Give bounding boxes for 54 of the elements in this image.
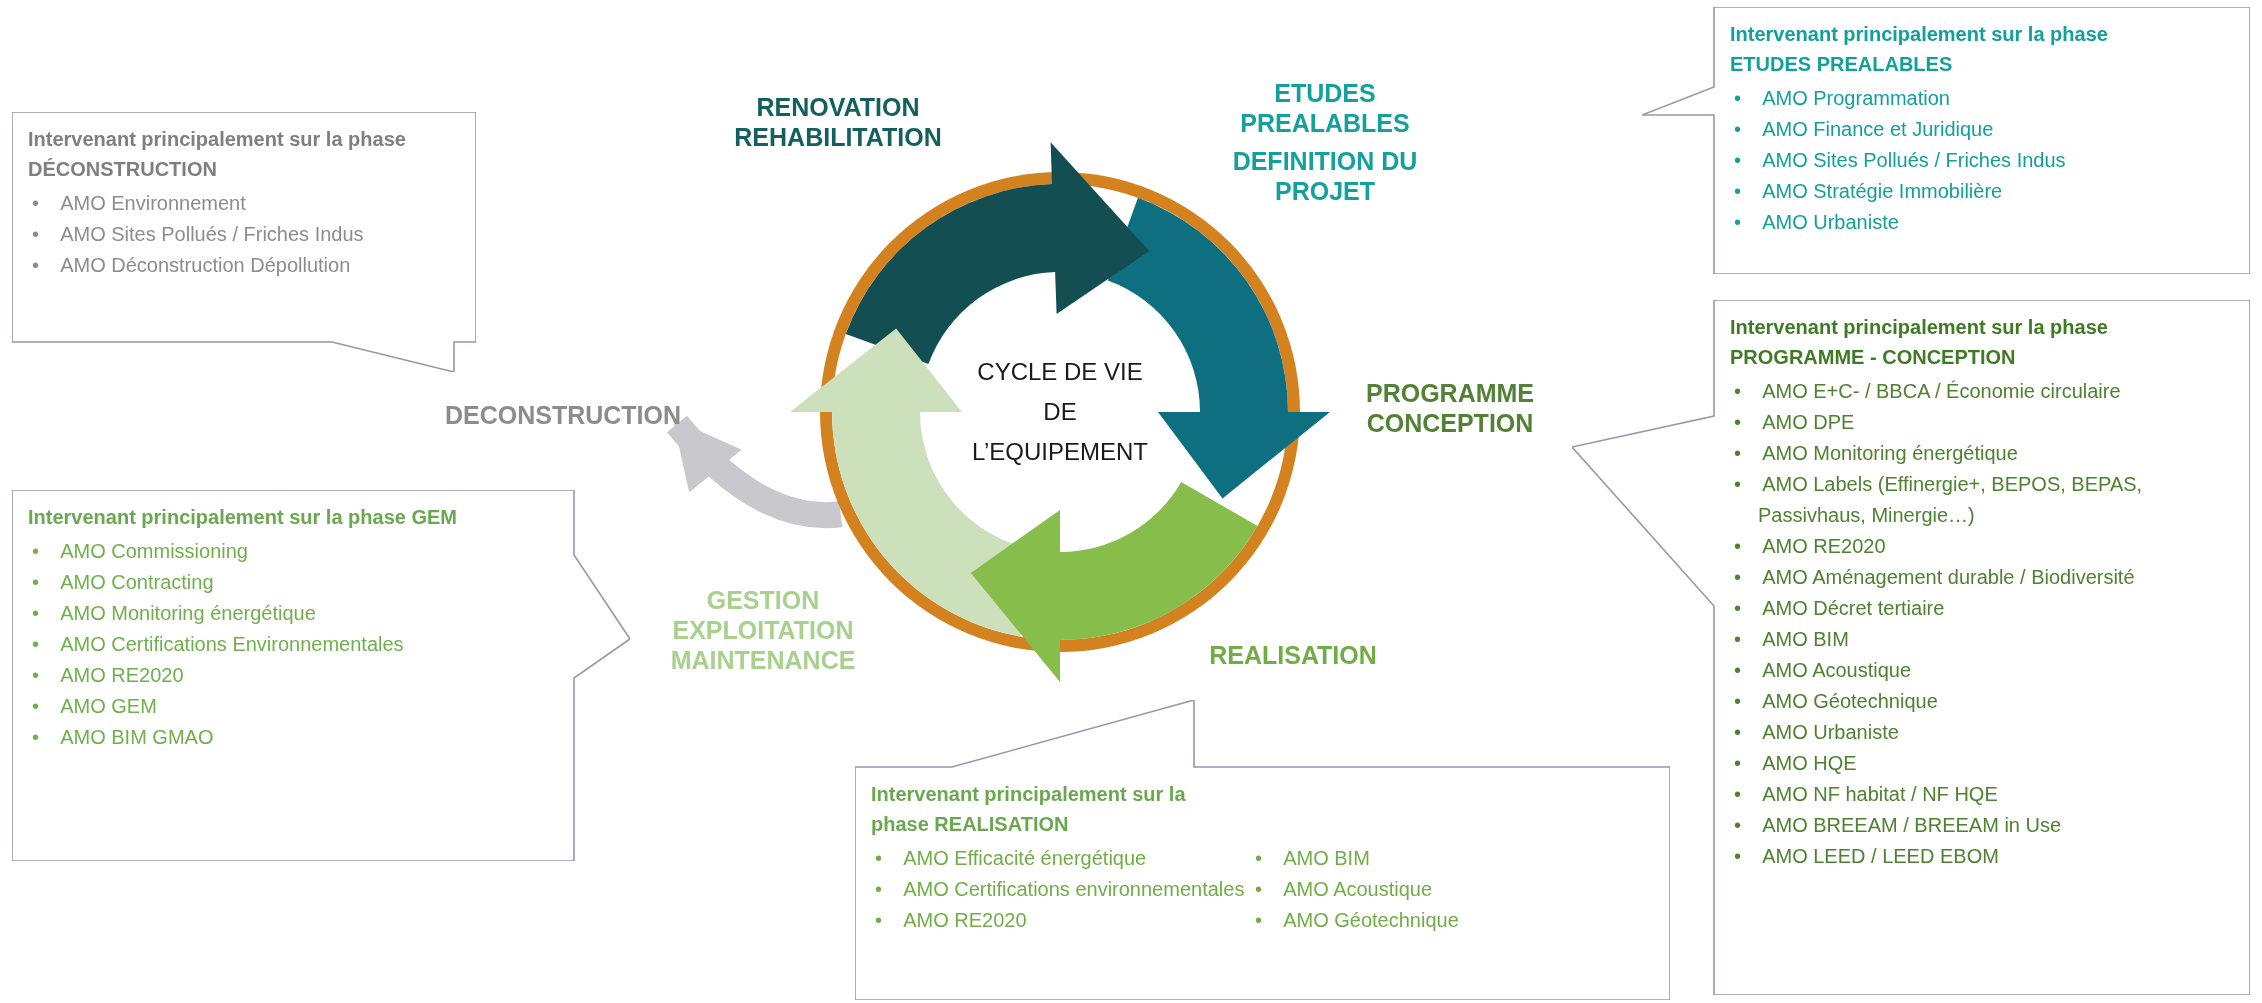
list-item: • AMO BIM GMAO: [32, 725, 215, 750]
list-item: • AMO Labels (Effinergie+, BEPOS, BEPAS, Passivhaus, Minergie…): [1734, 472, 2144, 528]
list-item: • AMO Efficacité énergétique: [875, 846, 1148, 871]
list-item: • AMO RE2020: [1734, 534, 1887, 559]
list-item: • AMO LEED / LEED EBOM: [1734, 844, 2000, 869]
list-item: • AMO Finance et Juridique: [1734, 117, 1995, 142]
callout-heading: Intervenant principalement sur la phase ETUDES PREALABLES: [1730, 22, 2109, 77]
list-item: • AMO RE2020: [875, 908, 1028, 933]
list-item: • AMO GEM: [32, 694, 158, 719]
list-item: • AMO BIM: [1255, 846, 1371, 871]
list-item: • AMO Sites Pollués / Friches Indus: [1734, 148, 2066, 173]
list-item: • AMO Déconstruction Dépollution: [32, 253, 352, 278]
list-item: • AMO Géotechnique: [1255, 908, 1460, 933]
list-item: • AMO Stratégie Immobilière: [1734, 179, 2004, 204]
list-item: • AMO Programmation: [1734, 86, 1951, 111]
list-item: • AMO Urbaniste: [1734, 210, 1900, 235]
list-item: • AMO HQE: [1734, 751, 1858, 776]
phase-label: RENOVATION REHABILITATION: [703, 92, 973, 152]
list-item: • AMO Monitoring énergétique: [32, 601, 317, 626]
callout-heading: Intervenant principalement sur la phase PROGRAMME - CONCEPTION: [1730, 315, 2109, 370]
list-item: • AMO NF habitat / NF HQE: [1734, 782, 1999, 807]
list-item: • AMO Aménagement durable / Biodiversité: [1734, 565, 2136, 590]
list-item: • AMO Certifications environnementales: [875, 877, 1246, 902]
callout-heading: Intervenant principalement sur la phase GEM: [28, 505, 458, 530]
list-item: • AMO Environnement: [32, 191, 247, 216]
list-item: • AMO Géotechnique: [1734, 689, 1939, 714]
list-item: • AMO DPE: [1734, 410, 1856, 435]
callout-heading: Intervenant principalement sur la phase REALISATION: [871, 782, 1187, 837]
list-item: • AMO Certifications Environnementales: [32, 632, 404, 657]
list-item: • AMO Commissioning: [32, 539, 249, 564]
phase-label: DECONSTRUCTION: [443, 400, 683, 430]
arrow: [667, 415, 842, 529]
callout-box: [855, 700, 1670, 1000]
phase-label: PROGRAMME CONCEPTION: [1340, 378, 1560, 438]
list-item: • AMO Contracting: [32, 570, 215, 595]
list-item: • AMO BIM: [1734, 627, 1850, 652]
list-item: • AMO E+C- / BBCA / Économie circulaire: [1734, 379, 2122, 404]
list-item: • AMO Décret tertiaire: [1734, 596, 1946, 621]
list-item: • AMO Monitoring énergétique: [1734, 441, 2019, 466]
list-item: • AMO Sites Pollués / Friches Indus: [32, 222, 364, 247]
list-item: • AMO Urbaniste: [1734, 720, 1900, 745]
phase-label: ETUDES PREALABLES DEFINITION DU PROJET: [1212, 78, 1438, 206]
list-item: • AMO RE2020: [32, 663, 185, 688]
callout-box: [1642, 7, 2250, 274]
list-item: • AMO BREEAM / BREEAM in Use: [1734, 813, 2063, 838]
center-label: CYCLE DE VIE DE L’EQUIPEMENT: [970, 357, 1149, 467]
callout-heading: Intervenant principalement sur la phase DÉCONSTRUCTION: [28, 127, 407, 182]
list-item: • AMO Acoustique: [1734, 658, 1913, 683]
phase-label: GESTION EXPLOITATION MAINTENANCE: [643, 585, 883, 675]
callout-box: [12, 112, 476, 372]
list-item: • AMO Acoustique: [1255, 877, 1434, 902]
phase-label: REALISATION: [1183, 640, 1403, 670]
callout-box: [1572, 300, 2250, 995]
callout-box: [12, 490, 630, 861]
